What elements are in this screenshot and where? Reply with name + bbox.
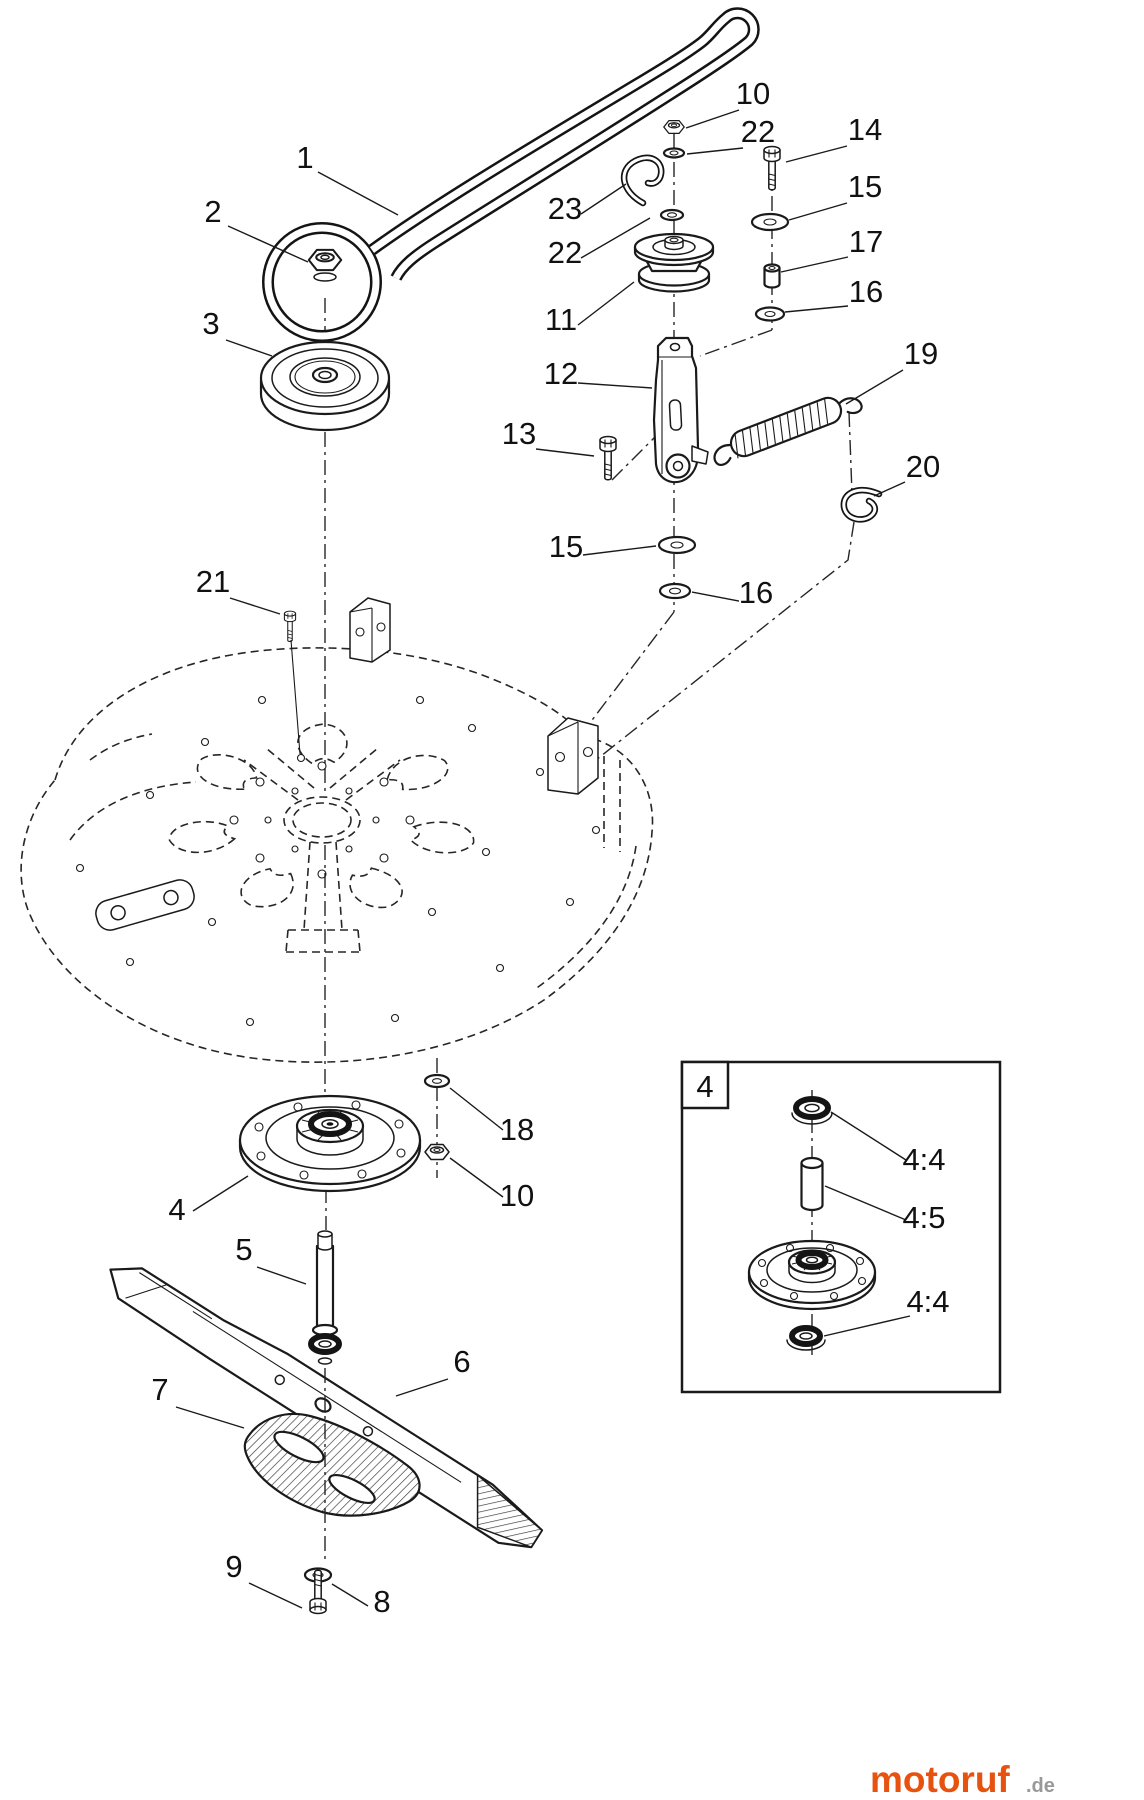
callout-12: 12 [544, 356, 578, 391]
drive-belt [262, 7, 760, 342]
callout-4-4-bottom: 4:4 [906, 1284, 949, 1319]
deck-latch-plate [95, 879, 195, 931]
callout-7: 7 [151, 1372, 168, 1407]
idler-pulley [633, 232, 715, 293]
hook-20 [840, 487, 883, 523]
washer-22-lower [659, 208, 685, 222]
callout-4: 4 [168, 1192, 185, 1227]
spindle-shaft [308, 1230, 342, 1365]
inset-spindle-assembly [747, 1239, 877, 1311]
callout-17: 17 [849, 224, 883, 259]
idler-arm [652, 336, 709, 484]
callout-22-lower: 22 [548, 235, 582, 270]
callout-labels: 1 2 3 21 10 22 14 15 23 22 17 16 11 19 1… [151, 76, 949, 1619]
callout-15-upper: 15 [848, 169, 882, 204]
deck-bolt-circle [229, 761, 415, 879]
washer-16-upper [754, 306, 786, 322]
callout-14: 14 [848, 112, 882, 147]
watermark-brand: motoruf [870, 1759, 1010, 1800]
crankshaft-nut [307, 248, 343, 282]
inset-spacer [800, 1156, 824, 1212]
inset-box [680, 1060, 1002, 1394]
callout-21: 21 [196, 564, 230, 599]
callout-11: 11 [545, 302, 577, 337]
callout-19: 19 [904, 336, 938, 371]
callout-3: 3 [202, 306, 219, 341]
deck-center-hole [283, 796, 361, 844]
leader-lines [175, 109, 911, 1609]
mower-deck [20, 647, 654, 1063]
washer-15-lower [657, 535, 697, 555]
callout-4-4-top: 4:4 [902, 1142, 945, 1177]
callout-16-upper: 16 [849, 274, 883, 309]
idler-nut-10 [663, 119, 685, 135]
accelerator-plate [243, 1412, 421, 1517]
deck-bracket-right [547, 717, 599, 795]
inset-bearing-bottom [786, 1325, 826, 1351]
blade [109, 1267, 544, 1549]
extension-spring [713, 396, 863, 466]
inset-bearing-top [791, 1096, 833, 1125]
deck-misc-holes [75, 695, 601, 1027]
callout-1: 1 [296, 140, 313, 175]
callout-23: 23 [548, 191, 582, 226]
hook-23 [620, 154, 665, 207]
callout-15-lower: 15 [549, 529, 583, 564]
watermark-tld: .de [1026, 1775, 1055, 1797]
nut-10-lower [424, 1143, 450, 1161]
callout-18: 18 [500, 1112, 534, 1147]
callout-22-upper: 22 [741, 114, 775, 149]
deck-spindle-mount-arms [243, 747, 401, 953]
callout-10-lower: 10 [500, 1178, 534, 1213]
callout-10-upper: 10 [736, 76, 770, 111]
washer-16-lower [658, 582, 692, 600]
washer-22-upper [662, 147, 686, 159]
callout-5: 5 [235, 1232, 252, 1267]
inset-title: 4 [696, 1069, 713, 1104]
callout-9: 9 [225, 1549, 242, 1584]
callout-13: 13 [502, 416, 536, 451]
washer-18 [423, 1073, 451, 1089]
spacer-17 [763, 263, 781, 289]
deck-bracket-left [349, 597, 391, 663]
callout-20: 20 [906, 449, 940, 484]
callout-2: 2 [204, 194, 221, 229]
washer-15-upper [750, 212, 790, 232]
callout-6: 6 [453, 1344, 470, 1379]
callout-4-5: 4:5 [902, 1200, 945, 1235]
callout-16-lower: 16 [739, 575, 773, 610]
spindle-assembly [238, 1094, 422, 1193]
callout-8: 8 [373, 1584, 390, 1619]
deck-petal-cutouts [164, 724, 479, 913]
watermark: motoruf .de [870, 1759, 1055, 1800]
engine-pulley [259, 340, 391, 432]
inset-title-cell [680, 1060, 730, 1110]
deck-bolt-21 [283, 610, 301, 755]
